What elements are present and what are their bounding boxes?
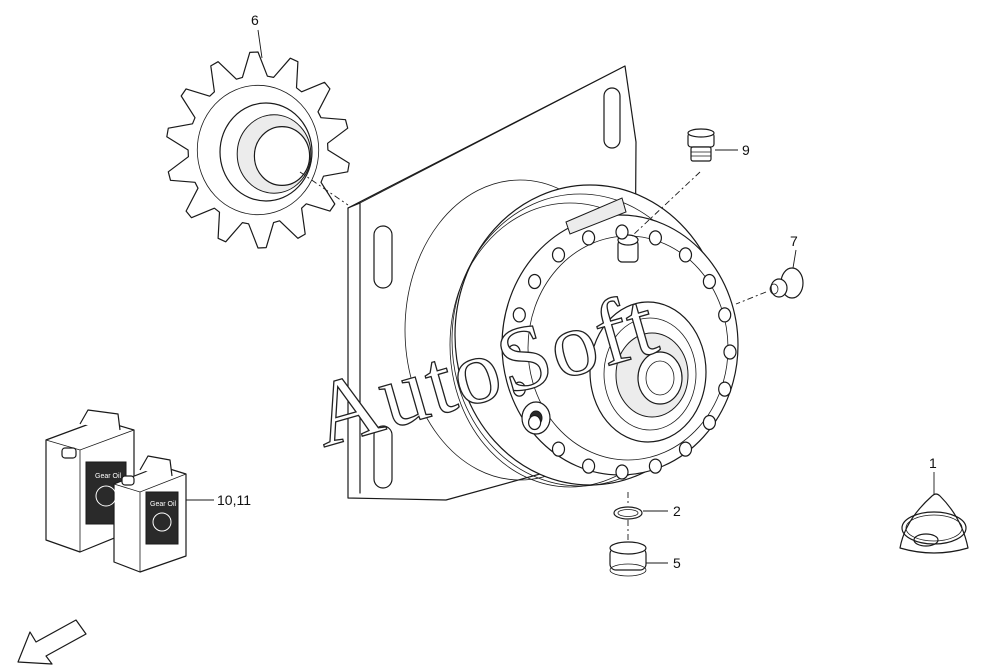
bolt-head — [551, 247, 566, 263]
callout-9: 9 — [742, 142, 750, 158]
o-ring-item-2 — [613, 506, 643, 520]
plug-item-9 — [687, 128, 715, 162]
plug-item-7 — [769, 267, 804, 299]
bolt-head — [512, 307, 526, 323]
callout-2: 2 — [673, 503, 681, 519]
bolt-head — [702, 273, 717, 290]
seal-kit-item-1 — [899, 493, 969, 554]
bolt-head — [581, 230, 596, 246]
bottle-label-front: Gear Oil — [150, 501, 177, 508]
bolt-head — [581, 458, 596, 474]
bolt-head — [702, 414, 717, 431]
bolt-head — [678, 247, 693, 263]
bottle-label-back: Gear Oil — [95, 473, 122, 480]
bolt-head — [615, 464, 629, 480]
bolt-head — [678, 441, 693, 457]
bolt-head — [527, 273, 542, 290]
bolt-head — [512, 381, 526, 397]
bolt-head — [648, 230, 663, 246]
axis-lines — [299, 171, 767, 540]
leader-lines — [186, 29, 935, 564]
bolt-head — [527, 414, 542, 431]
drain-plug-item-5 — [609, 541, 647, 577]
sprocket-ring — [253, 125, 311, 186]
callout-10-11: 10,11 — [217, 492, 251, 508]
gear-oil-bottles: Gear Oil Gear Oil — [45, 409, 187, 573]
direction-arrow — [17, 619, 87, 665]
sprocket-gear — [166, 51, 350, 249]
flange-bolts — [507, 224, 737, 480]
bolt-head — [718, 307, 732, 323]
name-plate — [565, 197, 627, 235]
bolt-head — [551, 441, 566, 457]
callout-7: 7 — [790, 233, 798, 249]
callout-1: 1 — [929, 455, 937, 471]
bolt-head — [615, 224, 629, 240]
output-shaft — [637, 351, 683, 405]
callout-6: 6 — [251, 12, 259, 28]
callout-labels: 6 9 7 2 5 1 10,11 — [217, 12, 937, 571]
bolt-head — [648, 458, 663, 474]
sprocket-ring — [196, 84, 320, 216]
bolt-head — [718, 381, 732, 397]
bolt-head — [723, 344, 737, 360]
callout-5: 5 — [673, 555, 681, 571]
gearbox-housing — [449, 184, 739, 488]
bolt-head — [507, 344, 521, 360]
